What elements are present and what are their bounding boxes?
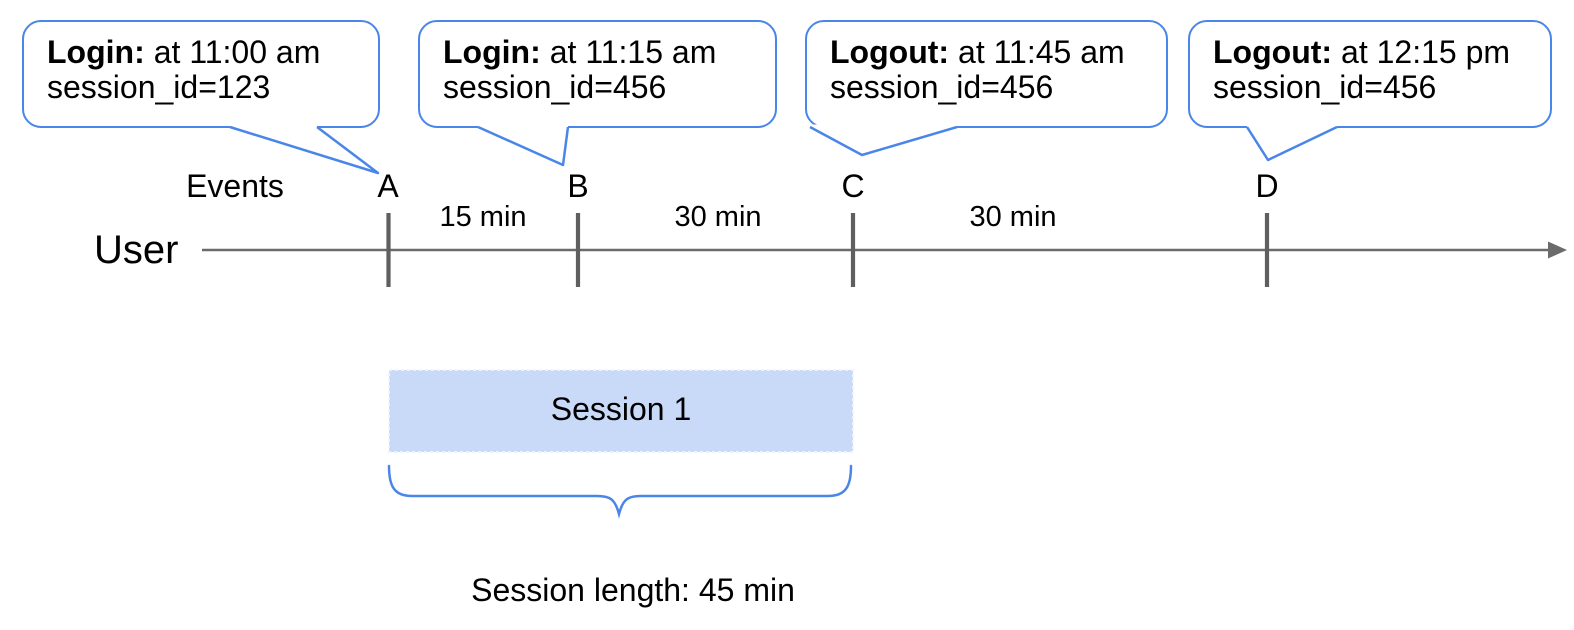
callout-tail-a bbox=[229, 124, 380, 175]
callout-session-id: session_id=123 bbox=[47, 69, 271, 105]
callout-tail-d bbox=[1245, 124, 1338, 162]
callout-tail-b bbox=[477, 124, 570, 167]
callout-session-id: session_id=456 bbox=[443, 69, 667, 105]
session-length-label: Session length: 45 min bbox=[471, 572, 795, 608]
callout-title: Login:at 11:15 am bbox=[443, 35, 767, 70]
callout-login-a: Login:at 11:00 am session_id=123 bbox=[22, 20, 380, 128]
callout-logout-d: Logout:at 12:15 pm session_id=456 bbox=[1188, 20, 1552, 128]
callout-time: at 12:15 pm bbox=[1341, 34, 1511, 70]
callout-event-type: Login: bbox=[47, 34, 145, 70]
session-length-brace bbox=[387, 464, 853, 519]
event-letter-c: C bbox=[841, 168, 865, 204]
callout-title: Logout:at 11:45 am bbox=[830, 35, 1158, 70]
callout-title: Logout:at 12:15 pm bbox=[1213, 35, 1542, 70]
timeline-arrowhead-icon bbox=[1548, 241, 1567, 259]
callout-login-b: Login:at 11:15 am session_id=456 bbox=[418, 20, 777, 128]
callout-title: Login:at 11:00 am bbox=[47, 35, 370, 70]
callout-session-id: session_id=456 bbox=[1213, 69, 1437, 105]
interval-label-bc: 30 min bbox=[674, 201, 762, 233]
events-label: Events bbox=[186, 168, 284, 204]
callout-event-type: Logout: bbox=[1213, 34, 1333, 70]
callout-time: at 11:45 am bbox=[958, 34, 1125, 70]
interval-label-cd: 30 min bbox=[969, 201, 1057, 233]
event-letter-b: B bbox=[567, 168, 589, 204]
callout-event-type: Logout: bbox=[830, 34, 950, 70]
callout-logout-c: Logout:at 11:45 am session_id=456 bbox=[805, 20, 1168, 128]
session-box-label: Session 1 bbox=[550, 391, 692, 427]
callout-time: at 11:15 am bbox=[549, 34, 717, 70]
callout-time: at 11:00 am bbox=[153, 34, 321, 70]
user-label: User bbox=[94, 228, 179, 272]
callout-session-id: session_id=456 bbox=[830, 69, 1054, 105]
callout-event-type: Login: bbox=[443, 34, 541, 70]
event-letter-a: A bbox=[377, 168, 399, 204]
event-letter-d: D bbox=[1255, 168, 1279, 204]
interval-label-ab: 15 min bbox=[439, 201, 527, 233]
callout-tail-c bbox=[809, 124, 958, 157]
